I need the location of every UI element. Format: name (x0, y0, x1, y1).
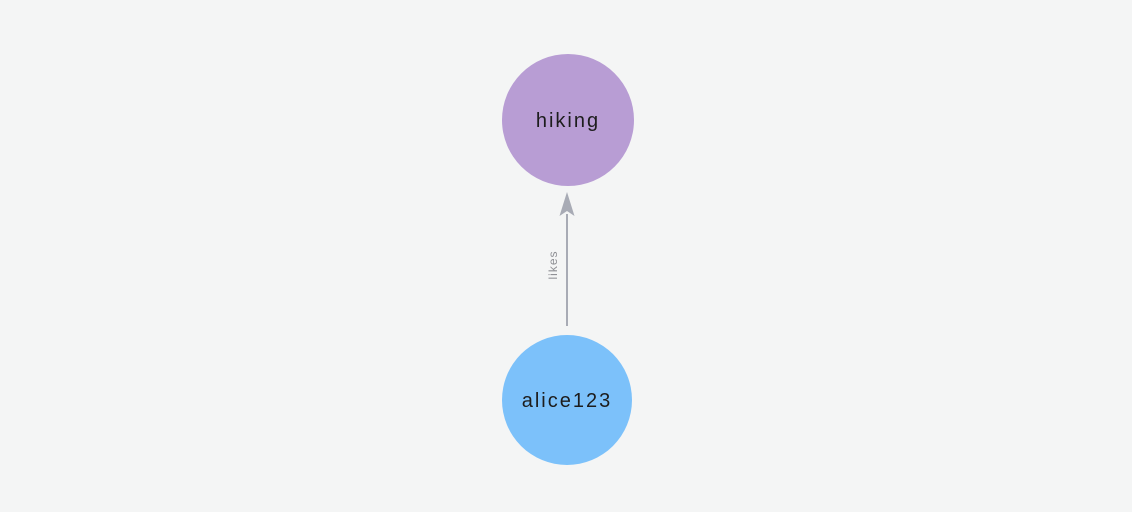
node-hiking-circle[interactable] (502, 54, 634, 186)
edge-label: likes (546, 250, 560, 279)
node-hiking[interactable]: hiking (502, 54, 634, 186)
node-alice123-circle[interactable] (502, 335, 632, 465)
edge-alice123-likes-hiking[interactable]: likes (546, 192, 575, 326)
node-hiking-label: hiking (536, 110, 600, 132)
node-alice123-label: alice123 (522, 390, 613, 412)
edge-arrowhead-icon (559, 192, 575, 216)
node-alice123[interactable]: alice123 (502, 335, 632, 465)
